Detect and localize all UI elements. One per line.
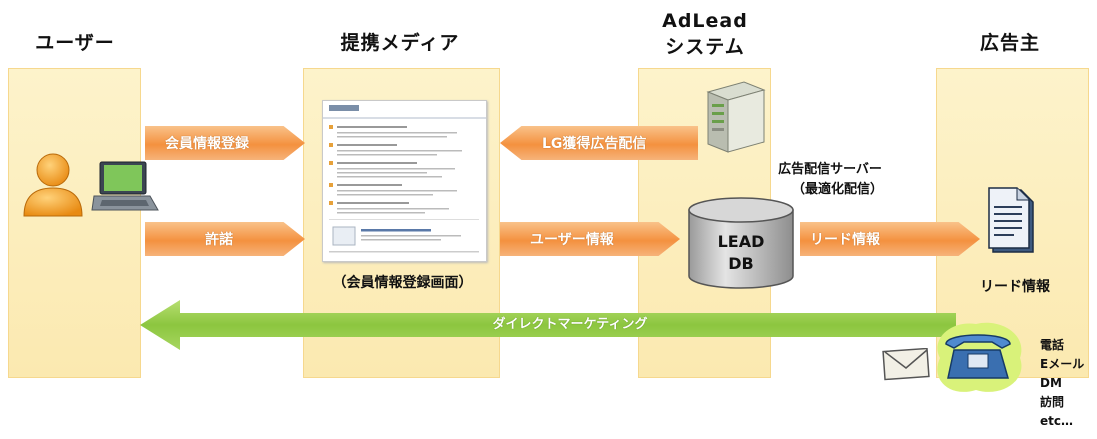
envelope-icon	[882, 348, 930, 381]
lead-db-icon	[688, 197, 794, 289]
adlead-heading-line2: システム	[665, 36, 745, 58]
registration-screen-image	[322, 100, 487, 262]
lead-document-icon	[988, 187, 1034, 253]
registration-screen-graphic	[323, 105, 486, 253]
lead-info-arrow: リード情報	[800, 222, 980, 256]
lead-db-label-line2: DB	[728, 254, 754, 273]
advertiser-heading: 広告主	[979, 32, 1040, 54]
telephone-icon	[937, 322, 1022, 392]
register-arrow-label: 会員情報登録	[165, 136, 249, 152]
user-info-arrow-label: ユーザー情報	[530, 232, 614, 248]
lead-db-label-line1: LEAD	[717, 232, 765, 251]
register-arrow: 会員情報登録	[145, 126, 305, 160]
user-info-arrow: ユーザー情報	[500, 222, 680, 256]
screen-caption: （会員情報登録画面）	[332, 275, 473, 291]
media-heading: 提携メディア	[340, 32, 460, 54]
laptop-icon	[91, 161, 159, 211]
lead-document-label: リード情報	[980, 279, 1050, 295]
user-person-icon	[23, 153, 83, 217]
lead-info-arrow-label: リード情報	[810, 232, 880, 248]
user-column	[8, 68, 141, 378]
consent-arrow-label: 許諾	[205, 232, 233, 248]
channel-dm: DM	[1040, 376, 1062, 390]
lg-ad-arrow: LG獲得広告配信	[500, 126, 698, 160]
ad-server-label-line2: （最適化配信）	[791, 182, 883, 197]
channel-phone: 電話	[1040, 338, 1065, 352]
ad-server-label-line1: 広告配信サーバー	[778, 162, 882, 177]
adlead-heading-line1: AdLead	[662, 10, 748, 32]
user-heading: ユーザー	[35, 32, 115, 54]
channel-visit: 訪問	[1040, 395, 1065, 409]
channel-etc: etc…	[1040, 414, 1073, 428]
consent-arrow: 許諾	[145, 222, 305, 256]
lg-ad-arrow-label: LG獲得広告配信	[542, 136, 647, 152]
ad-server-icon	[706, 81, 766, 153]
channel-list: 電話 Eメール DM 訪問 etc…	[1040, 336, 1095, 431]
direct-marketing-arrow	[140, 300, 956, 350]
channel-email: Eメール	[1040, 357, 1085, 371]
direct-marketing-label: ダイレクトマーケティング	[492, 317, 648, 332]
